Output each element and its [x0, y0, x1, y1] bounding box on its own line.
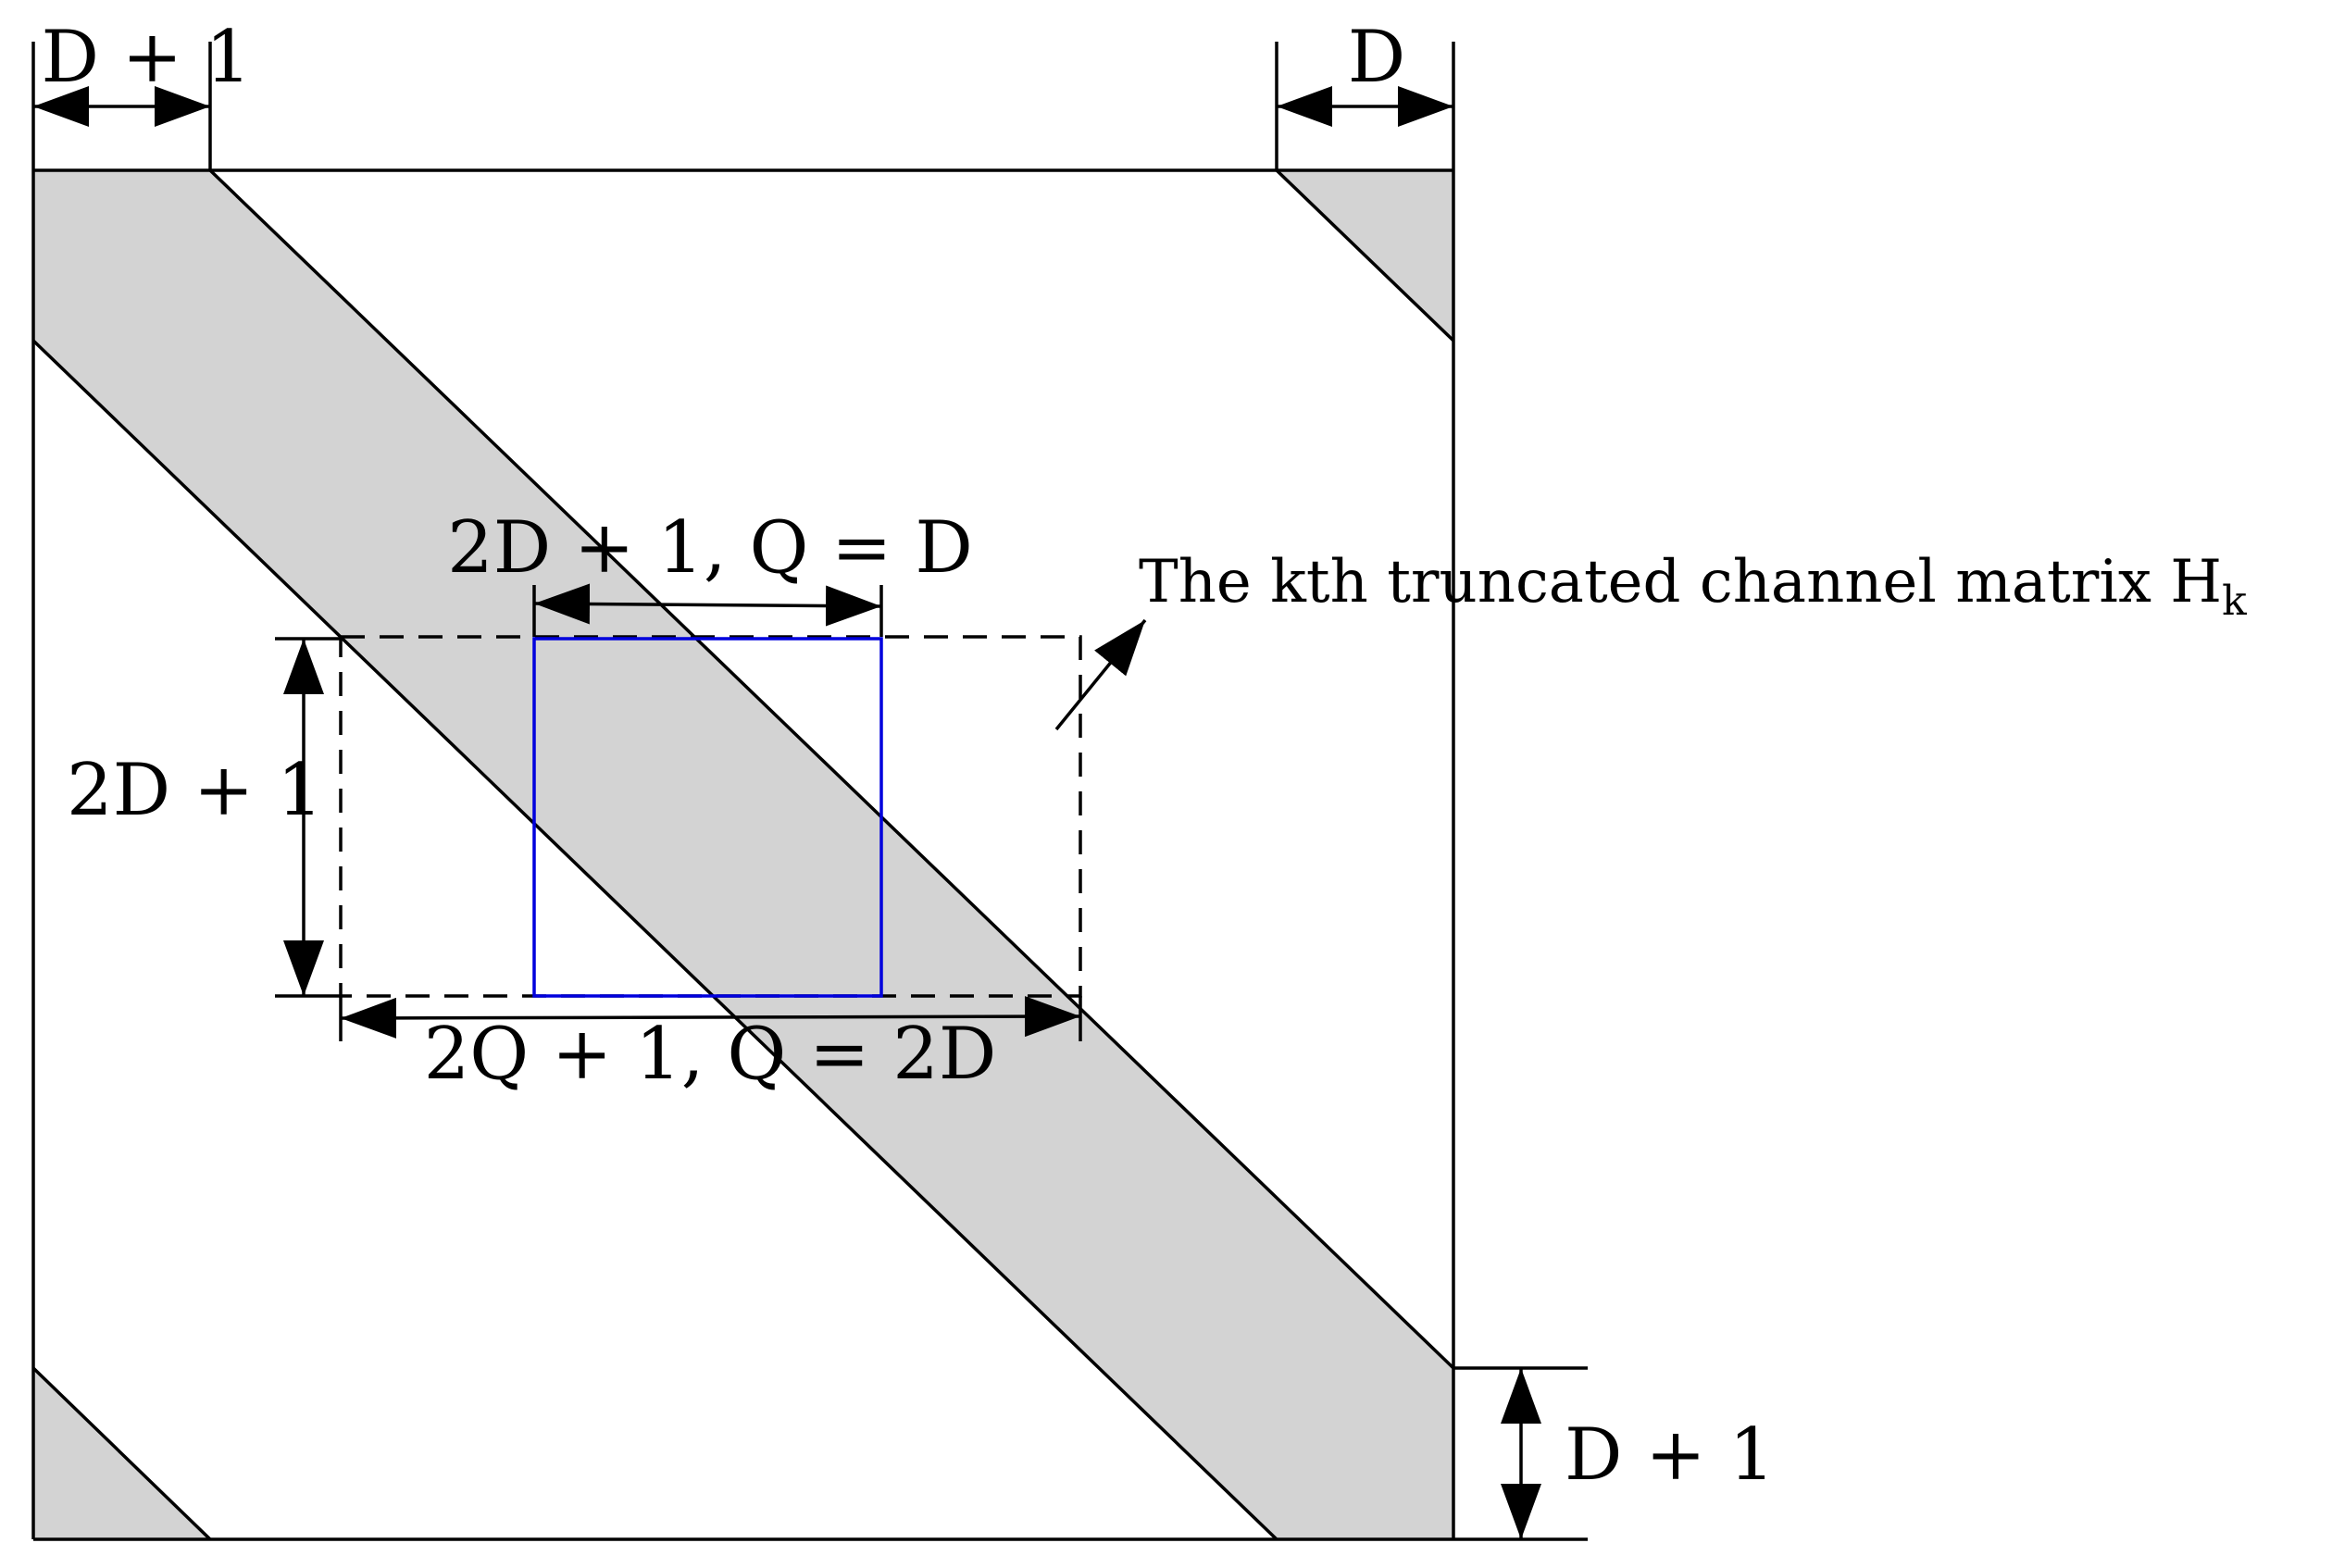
band-regions — [33, 170, 1453, 1539]
labels: D + 1 D D + 1 2D + 1, Q = D 2D + 1 2Q + … — [41, 16, 2247, 1497]
callout-text: The kth truncated channel matrix H — [1139, 548, 2222, 616]
inner-width-label: 2D + 1, Q = D — [447, 506, 973, 590]
arrow-inner-width — [533, 583, 882, 627]
arrow-bottom-width — [340, 996, 1081, 1039]
bottom-width-label: 2Q + 1, Q = 2D — [424, 1013, 997, 1096]
truncated-window-dashed — [339, 635, 1082, 998]
top-left-width-label: D + 1 — [41, 16, 251, 99]
bottom-right-height-label: D + 1 — [1565, 1413, 1775, 1497]
callout-pointer-arrow — [1054, 618, 1147, 731]
top-right-width-label: D — [1348, 16, 1406, 99]
callout-label: The kth truncated channel matrix Hk — [1139, 548, 2247, 625]
main-diagonal-band — [33, 170, 1453, 1539]
left-height-label: 2D + 1 — [67, 749, 323, 832]
dimension-arrows — [33, 86, 1541, 1539]
callout-subscript: k — [2222, 578, 2247, 625]
band-edges — [31, 168, 1455, 1541]
inner-window-blue — [532, 637, 883, 998]
